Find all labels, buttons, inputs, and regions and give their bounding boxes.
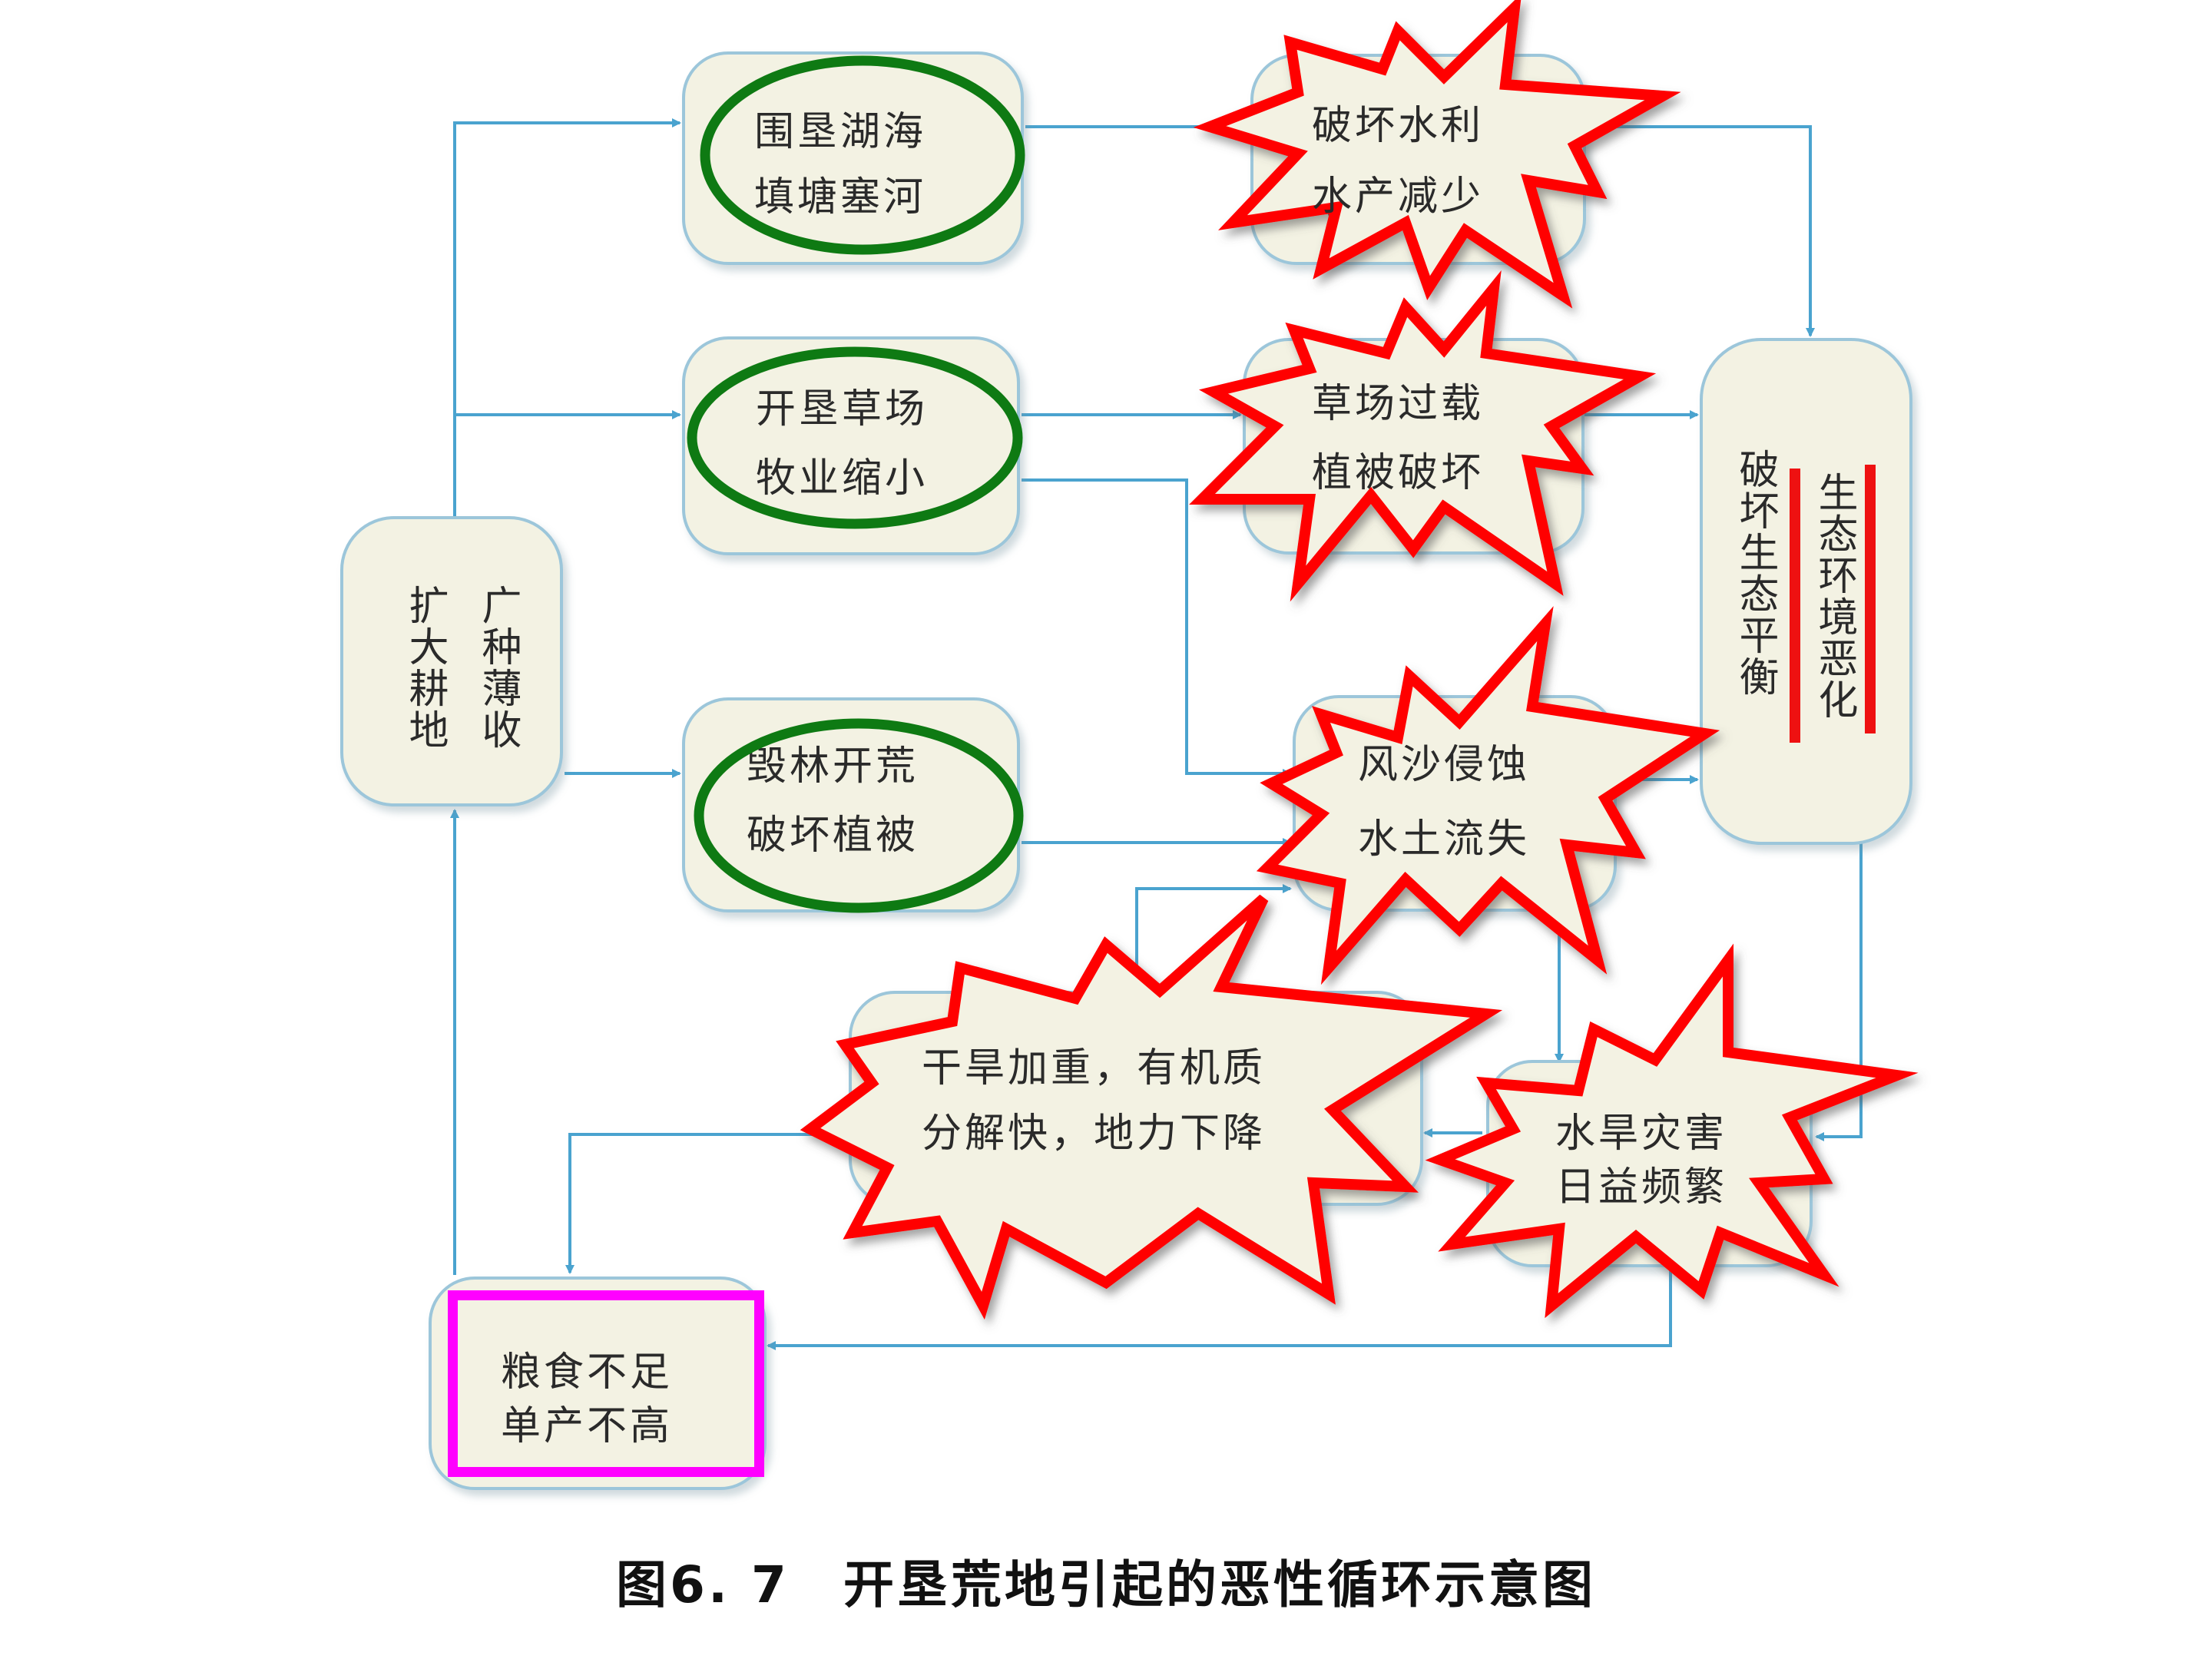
node-overgraze: 草场过载 植被破坏 (1243, 338, 1584, 555)
node-deforest: 毁林开荒 破坏植被 (682, 697, 1020, 912)
node-erosion: 风沙侵蚀 水土流失 (1293, 695, 1617, 912)
node-drought: 干旱加重，有机质 分解快，地力下降 (849, 991, 1423, 1206)
starburst-overgraze-line-1: 草场过载 (1312, 381, 1485, 427)
node-reclaim-grass-line-1: 开垦草场 (756, 386, 929, 432)
starburst-water-line-1: 破坏水利 (1312, 103, 1485, 149)
node-eco-degradation: 破坏生态平衡 生态环境恶化 (1700, 338, 1912, 845)
starburst-overgraze-line-2: 植被破坏 (1312, 450, 1485, 496)
starburst-drought-line-2: 分解快，地力下降 (922, 1111, 1267, 1157)
arrow-drought-to-erosion (1135, 884, 1292, 991)
node-grain-shortage: 粮食不足 单产不高 (429, 1277, 767, 1490)
starburst-erosion-line-2: 水土流失 (1358, 816, 1531, 863)
node-reclaim-lakes-line-1: 围垦湖海 (754, 109, 927, 155)
node-reclaim-grass-line-2: 牧业缩小 (756, 455, 929, 502)
node-deforest-line-1: 毁林开荒 (747, 743, 919, 790)
arrow-disaster-to-grain (767, 1260, 1672, 1350)
node-eco-col-2: 生态环境恶化 (1811, 472, 1857, 720)
node-expand-col-2: 广种薄收 (475, 584, 521, 750)
arrow-eco-to-disaster (1815, 841, 1863, 1141)
arrow-grass-to-erosion (1022, 478, 1292, 778)
node-reclaim-lakes-line-2: 填塘塞河 (754, 174, 927, 220)
node-disaster: 水旱灾害 日益频繁 (1486, 1060, 1813, 1267)
arrow-drought-to-grain (565, 1133, 845, 1274)
starburst-erosion-line-1: 风沙侵蚀 (1358, 742, 1531, 788)
starburst-disaster-line-1: 水旱灾害 (1555, 1111, 1728, 1157)
node-expand-col-1: 扩大耕地 (402, 584, 448, 750)
node-reclaim-lakes: 围垦湖海 填塘塞河 (682, 51, 1024, 265)
eco-highlight-bar-right (1865, 465, 1876, 733)
grain-highlight-box (448, 1290, 764, 1477)
node-grain-line-2: 单产不高 (501, 1403, 674, 1449)
node-grain-line-1: 粮食不足 (501, 1349, 674, 1396)
arrow-expand-to-lakes (453, 118, 681, 518)
node-deforest-line-2: 破坏植被 (747, 813, 919, 859)
node-water-damage: 破坏水利 水产减少 (1250, 54, 1586, 265)
node-expand-farmland: 扩大耕地 广种薄收 (340, 516, 563, 806)
arrow-water-to-eco (1586, 125, 1815, 337)
node-eco-col-1: 破坏生态平衡 (1732, 449, 1778, 697)
starburst-disaster-line-2: 日益频繁 (1555, 1164, 1728, 1210)
figure-caption: 图6. 7 开垦荒地引起的恶性循环示意图 (616, 1555, 1596, 1614)
eco-highlight-bar-left (1790, 469, 1800, 743)
starburst-water-line-2: 水产减少 (1312, 174, 1485, 220)
starburst-drought-line-1: 干旱加重，有机质 (922, 1045, 1267, 1091)
node-reclaim-grassland: 开垦草场 牧业缩小 (682, 336, 1020, 555)
